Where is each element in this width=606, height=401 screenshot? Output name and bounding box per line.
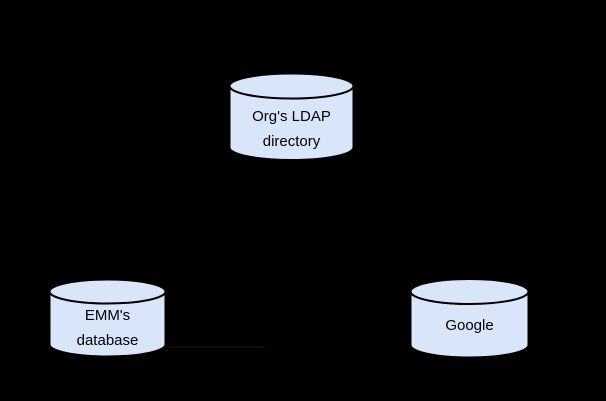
label-line: directory — [262, 133, 321, 150]
cylinder-body — [409, 291, 530, 359]
label-line: Google — [445, 317, 494, 334]
cylinder-top-ellipse — [409, 278, 530, 305]
node-label-google: Google — [409, 313, 530, 338]
node-label-emms-database: EMM's database — [48, 303, 167, 353]
node-label-orgs-ldap-directory: Org's LDAP directory — [228, 104, 355, 154]
cylinder-body — [228, 86, 355, 161]
cylinder-top-ellipse — [48, 278, 167, 305]
database-cylinder-icon — [228, 72, 355, 161]
label-line: Org's LDAP — [252, 108, 331, 125]
label-line: EMM's — [84, 307, 131, 324]
node-orgs-ldap-directory: Org's LDAP directory — [228, 72, 355, 162]
database-cylinder-icon — [48, 278, 167, 358]
database-cylinder-icon — [409, 278, 530, 359]
label-line: database — [76, 332, 139, 349]
cylinder-top-ellipse — [228, 72, 355, 100]
node-google: Google — [409, 278, 530, 359]
faint-connector-line — [168, 346, 265, 348]
cylinder-body — [48, 291, 167, 358]
node-emms-database: EMM's database — [48, 278, 167, 358]
